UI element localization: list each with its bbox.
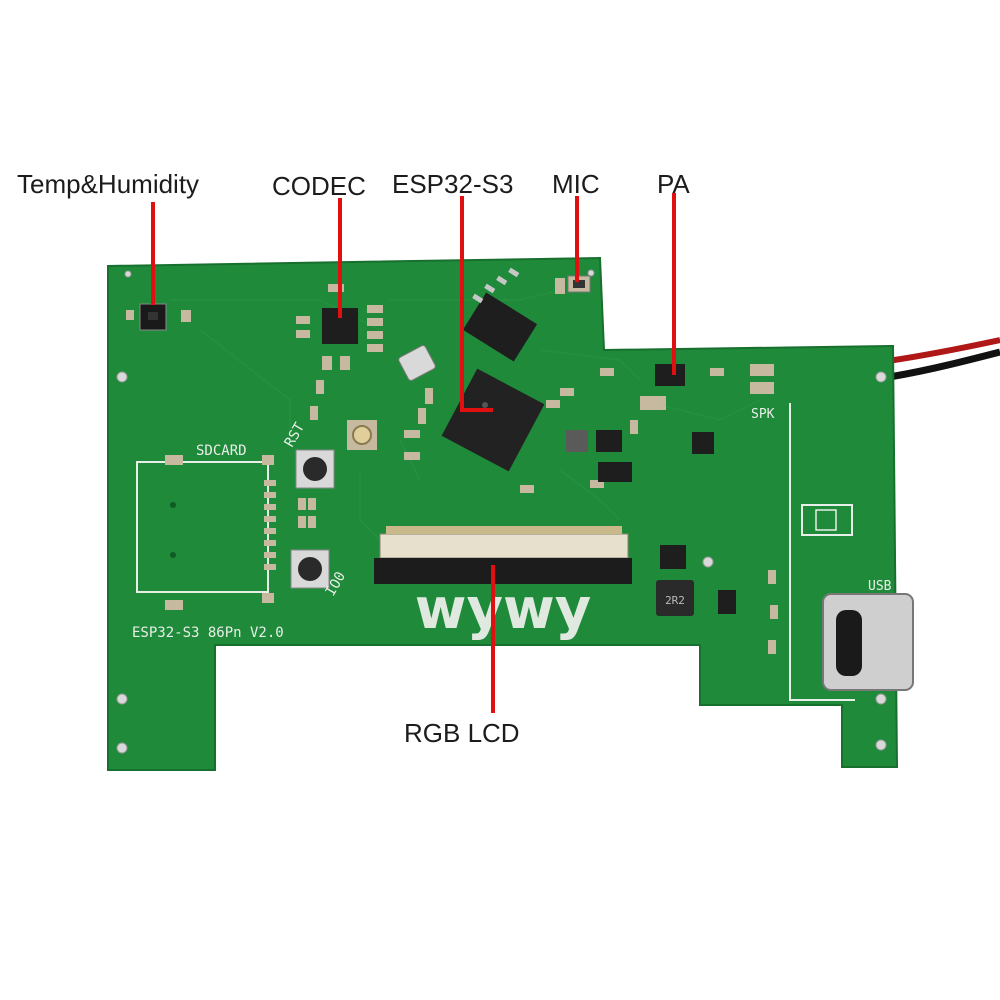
pointer-lines	[151, 193, 676, 713]
temp-humidity-sensor	[126, 303, 191, 331]
speaker-pads	[750, 364, 774, 394]
esp32-chip	[441, 368, 545, 472]
silk-model: ESP32-S3 86Pn V2.0	[132, 625, 284, 641]
callout-pa: PA	[657, 169, 690, 199]
silk-spk: SPK	[751, 407, 775, 422]
sdcard-pins	[264, 480, 276, 570]
antenna-connector	[347, 420, 377, 450]
regulators	[566, 430, 736, 614]
codec-chip	[296, 284, 383, 370]
pcb-traces	[170, 289, 761, 541]
silk-sdcard: SDCARD	[196, 443, 247, 459]
sdcard-hole	[170, 502, 176, 508]
callout-temp-humidity: Temp&Humidity	[17, 169, 200, 199]
pcb-board	[107, 256, 899, 771]
callout-esp32: ESP32-S3	[392, 169, 514, 199]
sdcard-hole	[170, 552, 176, 558]
silk-brand-logo: wywy	[415, 577, 591, 642]
inductor: 2R2	[656, 580, 694, 616]
callout-mic: MIC	[552, 169, 600, 199]
io0-button	[290, 549, 330, 589]
flash-chip	[462, 267, 538, 362]
usb-area	[789, 403, 914, 701]
button-pads	[298, 498, 316, 528]
rst-button	[295, 449, 335, 489]
callout-codec: CODEC	[272, 171, 366, 201]
mounting-holes	[116, 269, 887, 754]
sdcard-slot	[136, 455, 274, 610]
inductor-code: 2R2	[665, 594, 685, 607]
silk-usb: USB	[868, 579, 892, 594]
power-amplifier-chip	[640, 364, 685, 410]
fpc-connector	[374, 526, 632, 584]
callout-rgb-lcd: RGB LCD	[404, 718, 520, 748]
crystal-oscillator	[398, 345, 436, 381]
